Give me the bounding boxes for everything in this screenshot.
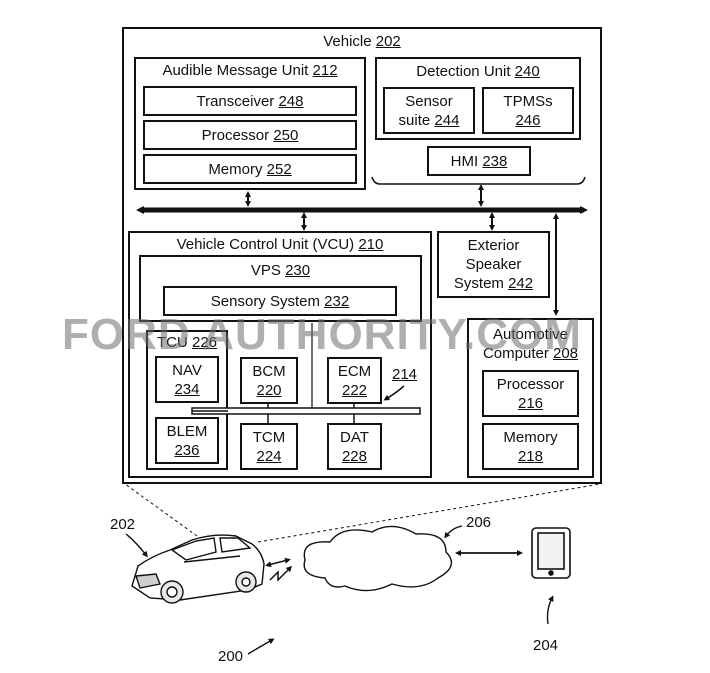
system-ref-label: 200 [218,648,244,665]
wireless-link [269,565,293,582]
detection-unit-label: Detection Unit 240 [416,63,540,80]
car-drawing [131,534,265,604]
audible-message-unit-label: Audible Message Unit 212 [162,62,338,79]
tcu-label: TCU 226 [156,334,218,351]
vehicle-label: Vehicle 202 [323,33,401,50]
automotive-computer-label: Automotive Computer 208 [482,326,579,362]
hmi-box: HMI 238 [427,146,531,176]
network-cloud [303,525,453,592]
amu-memory-box: Memory 252 [143,154,357,184]
zoom-line-left [124,483,198,537]
transceiver-box: Transceiver 248 [143,86,357,116]
network-ref-label: 206 [466,514,492,531]
device-ref-label: 204 [533,637,559,654]
bus-ref-label: 214 [392,366,418,383]
vcu-label: Vehicle Control Unit (VCU) 210 [176,236,384,253]
vps-label: VPS 230 [250,262,311,279]
sensory-system-box: Sensory System 232 [163,286,397,316]
amu-processor-box: Processor 250 [143,120,357,150]
zoom-line-right [257,483,601,543]
mobile-device [531,527,571,579]
detection-bracket [371,176,586,185]
watermark: FORD AUTHORITY.COM [62,310,582,359]
car-ref-label: 202 [110,516,136,533]
